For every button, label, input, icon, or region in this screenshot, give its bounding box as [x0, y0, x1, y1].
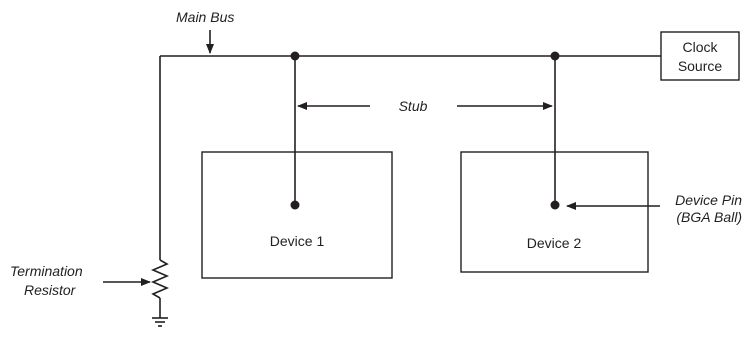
clock-source-label-line2: Source	[678, 58, 723, 74]
clock-source-label-line1: Clock	[682, 39, 718, 55]
device-pin-label-line1: Device Pin	[675, 192, 742, 208]
ground-icon	[152, 317, 168, 327]
termination-label-line2: Resistor	[24, 282, 77, 298]
device-1-label: Device 1	[270, 233, 325, 249]
termination-label-line1: Termination	[10, 263, 83, 279]
device-1-pin	[290, 200, 300, 210]
device-1-box	[201, 151, 393, 279]
main-bus-label: Main Bus	[176, 9, 234, 25]
device-pin-label-line2: (BGA Ball)	[676, 209, 742, 225]
stub-label: Stub	[399, 98, 428, 114]
device-2-label: Device 2	[527, 235, 582, 251]
termination-resistor	[150, 259, 170, 299]
clock-source-box	[660, 31, 740, 81]
device-2-pin	[550, 200, 560, 210]
